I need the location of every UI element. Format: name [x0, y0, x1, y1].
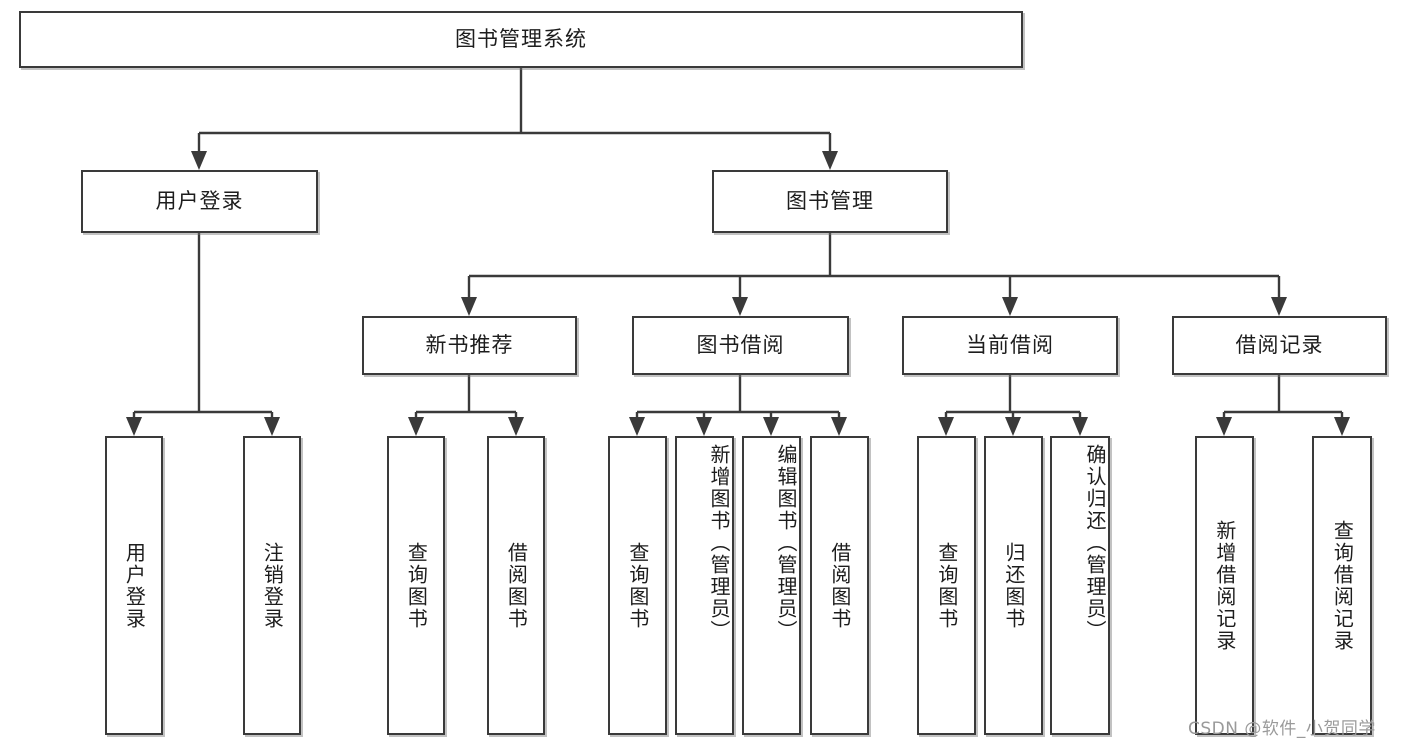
node-level3-3[interactable]: 借阅记录 [1172, 316, 1387, 375]
node-leaf-11[interactable]: 新增借阅记录 [1195, 436, 1254, 735]
node-level3-0[interactable]: 新书推荐 [362, 316, 577, 375]
node-leaf-9[interactable]: 归还图书 [984, 436, 1043, 735]
node-leaf-7[interactable]: 借阅图书 [810, 436, 869, 735]
node-leaf-10[interactable]: 确认归还（管理员） [1050, 436, 1110, 735]
node-level2-0[interactable]: 用户登录 [81, 170, 318, 233]
node-leaf-12[interactable]: 查询借阅记录 [1312, 436, 1372, 735]
watermark: CSDN @软件_小贺同学 [1188, 719, 1376, 739]
node-leaf-6[interactable]: 编辑图书（管理员） [742, 436, 801, 735]
node-leaf-8[interactable]: 查询图书 [917, 436, 976, 735]
node-leaf-5[interactable]: 新增图书（管理员） [675, 436, 734, 735]
node-leaf-2[interactable]: 查询图书 [387, 436, 445, 735]
node-root[interactable]: 图书管理系统 [19, 11, 1023, 68]
node-level2-1[interactable]: 图书管理 [712, 170, 948, 233]
node-level3-2[interactable]: 当前借阅 [902, 316, 1118, 375]
node-leaf-0[interactable]: 用户登录 [105, 436, 163, 735]
node-leaf-3[interactable]: 借阅图书 [487, 436, 545, 735]
node-level3-1[interactable]: 图书借阅 [632, 316, 849, 375]
node-leaf-1[interactable]: 注销登录 [243, 436, 301, 735]
node-leaf-4[interactable]: 查询图书 [608, 436, 667, 735]
